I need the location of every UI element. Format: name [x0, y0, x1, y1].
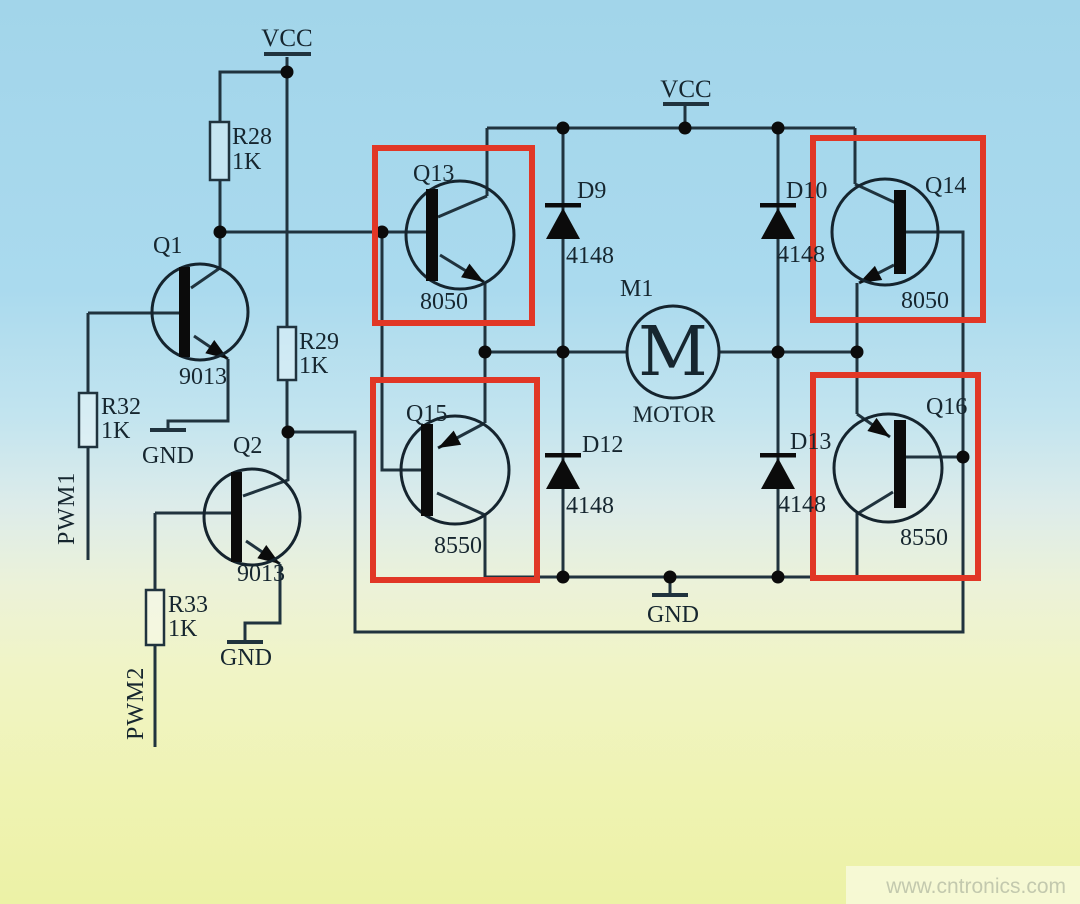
wire-q2-emitter-to-gnd — [243, 564, 282, 641]
transistor-q16-circle — [832, 412, 944, 524]
transistor-q14-ref: Q14 — [925, 173, 966, 199]
power-symbols — [150, 52, 709, 644]
wire-q13-collector-diag — [437, 194, 488, 219]
diode-d12-ref: D12 — [582, 432, 623, 458]
diode-d12-part: 4148 — [566, 493, 614, 519]
transistor-symbols — [150, 177, 944, 567]
wire-vcc-to-r28 — [218, 70, 287, 122]
transistor-q16-ref: Q16 — [926, 394, 967, 420]
transistor-q2-part: 9013 — [237, 561, 285, 587]
wire-q14-collector-diag — [854, 182, 897, 205]
vcc-top-label: VCC — [660, 76, 711, 103]
diode-d10-symbol — [760, 203, 796, 239]
transistor-q1-circle — [150, 262, 250, 362]
resistor-r32-value: 1K — [101, 418, 131, 444]
transistor-q15-circle — [399, 414, 511, 526]
diode-d9-part: 4148 — [566, 243, 614, 269]
gnd-bridge-label: GND — [647, 602, 699, 628]
resistor-r28-box — [208, 120, 231, 182]
transistor-q14-part: 8050 — [901, 288, 949, 314]
transistor-q13-base-bar — [426, 189, 438, 281]
resistor-r32-ref: R32 — [101, 394, 141, 420]
transistor-base-bars — [179, 189, 906, 562]
watermark: www.cntronics.com — [846, 866, 1080, 904]
transistor-q15-part: 8550 — [434, 533, 482, 559]
diode-d10-part: 4148 — [777, 242, 825, 268]
diode-d13-part: 4148 — [778, 492, 826, 518]
red-highlight-boxes — [370, 135, 986, 583]
resistor-r33-ref: R33 — [168, 592, 208, 618]
transistor-q16-part: 8550 — [900, 525, 948, 551]
wire-q1-emitter-to-gnd — [166, 359, 230, 429]
wire-q2-collector — [242, 432, 290, 498]
diode-symbols — [545, 203, 796, 489]
transistor-q1-base-bar — [179, 267, 190, 357]
resistor-r32-box — [77, 391, 99, 449]
resistor-r33-value: 1K — [168, 616, 198, 642]
wire-q13-base-to-q15-base — [380, 232, 421, 472]
transistor-q1-ref: Q1 — [153, 233, 182, 259]
transistor-q14-circle — [830, 177, 940, 287]
diode-d9-ref: D9 — [577, 178, 606, 204]
watermark-background — [846, 866, 1080, 904]
wires — [86, 57, 965, 747]
red-highlight-q15 — [370, 377, 540, 583]
diode-d12-symbol — [545, 453, 581, 489]
motor-circle — [625, 304, 721, 400]
resistor-r29-box — [276, 325, 298, 382]
transistor-q16-base-bar — [894, 420, 906, 508]
wire-q15-emitter — [437, 421, 486, 450]
diode-d13-ref: D13 — [790, 429, 831, 455]
transistor-q2-base-bar — [231, 472, 242, 562]
transistor-q13-circle — [404, 179, 516, 291]
motor-symbol: M — [625, 304, 721, 400]
diode-d10-ref: D10 — [786, 178, 827, 204]
wire-q2-collector-to-q14-q16-bases — [288, 230, 965, 634]
motor-letter: M — [638, 313, 708, 392]
resistor-r28-value: 1K — [232, 149, 262, 175]
resistor-symbols — [77, 120, 298, 647]
transistor-q13-ref: Q13 — [413, 161, 454, 187]
transistor-q2-ref: Q2 — [233, 433, 262, 459]
red-highlight-q13 — [372, 145, 535, 326]
resistor-r33-box — [144, 588, 166, 647]
diode-d9-symbol — [545, 203, 581, 239]
gnd-q1-label: GND — [142, 443, 194, 469]
transistor-q15-ref: Q15 — [406, 401, 447, 427]
transistor-q14-base-bar — [894, 190, 906, 274]
transistor-q2-circle — [202, 467, 302, 567]
junction-dots — [213, 65, 970, 584]
diode-d13-symbol — [760, 453, 796, 489]
motor-caption: MOTOR — [633, 402, 716, 427]
transistor-q15-base-bar — [421, 424, 433, 516]
pwm1-input-label: PWM1 — [54, 472, 80, 545]
watermark-text: www.cntronics.com — [885, 875, 1066, 898]
transistor-q1-part: 9013 — [179, 364, 227, 390]
motor-ref: M1 — [620, 276, 653, 302]
transistor-q13-part: 8050 — [420, 289, 468, 315]
wire-q13-emitter — [439, 253, 485, 284]
red-highlight-q14 — [810, 135, 986, 323]
pwm2-input-label: PWM2 — [123, 667, 149, 740]
wire-q16-emitter — [856, 412, 891, 439]
vcc-left-label: VCC — [261, 25, 312, 52]
red-highlight-q16 — [810, 372, 981, 581]
resistor-r29-ref: R29 — [299, 329, 339, 355]
resistor-r29-value: 1K — [299, 353, 329, 379]
gnd-q2-label: GND — [220, 645, 272, 671]
resistor-r28-ref: R28 — [232, 124, 272, 150]
